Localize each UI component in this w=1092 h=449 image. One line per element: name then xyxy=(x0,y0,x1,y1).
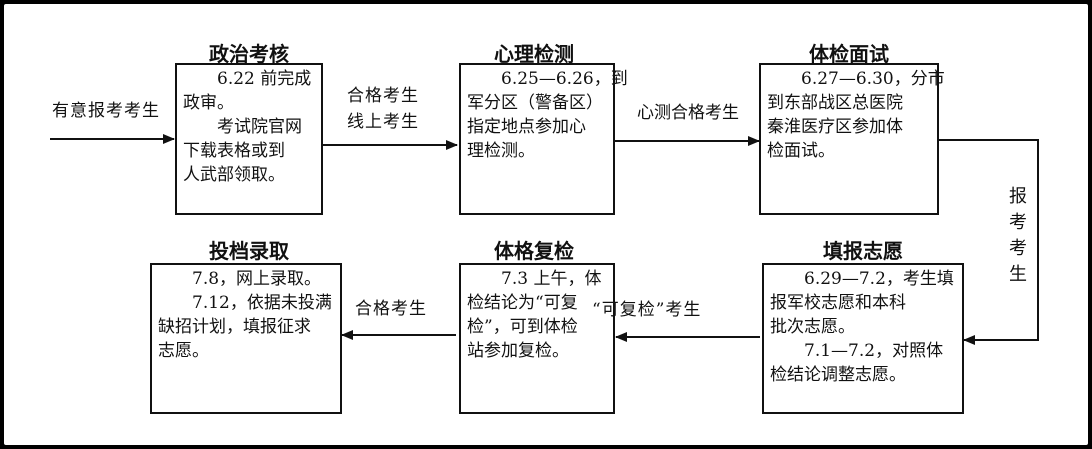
political-line: 人武部领取。 xyxy=(183,165,285,185)
label-to-volunteer-char: 生 xyxy=(1009,264,1027,285)
box-political: 6.22 前完成 政审。 考试院官网 下载表格或到 人武部领取。 xyxy=(175,63,323,215)
medical-line: 秦淮医疗区参加体 xyxy=(767,117,903,137)
admission-line: 志愿。 xyxy=(158,341,209,361)
admission-line: 7.12，依据未投满 xyxy=(192,293,332,313)
box-medical: 6.27—6.30，分市 到东部战区总医院 秦淮医疗区参加体 检面试。 xyxy=(759,63,945,215)
label-to-admission: 合格考生 xyxy=(355,299,427,319)
political-line: 6.22 前完成 xyxy=(217,69,312,89)
admission-line: 7.8，网上录取。 xyxy=(192,269,322,289)
recheck-line: 检”，可到体检 xyxy=(467,317,578,337)
recheck-line: 站参加复检。 xyxy=(467,341,569,361)
recheck-line: 检结论为“可复 xyxy=(467,293,578,313)
label-to-volunteer-char: 报 xyxy=(1009,186,1027,207)
label-to-volunteer-char: 考 xyxy=(1009,212,1027,233)
arrow-to-volunteer xyxy=(939,139,1039,345)
medical-line: 6.27—6.30，分市 xyxy=(801,69,945,89)
label-to-medical: 心测合格考生 xyxy=(637,103,739,123)
title-admission: 投档录取 xyxy=(209,239,289,263)
admission-line: 缺招计划，填报征求 xyxy=(158,317,311,337)
political-line: 下载表格或到 xyxy=(183,141,285,161)
label-to-psych-line2: 线上考生 xyxy=(347,112,419,132)
volunteer-line: 检结论调整志愿。 xyxy=(770,365,906,385)
political-line: 政审。 xyxy=(183,93,234,113)
title-volunteer: 填报志愿 xyxy=(823,239,903,263)
title-psych: 心理检测 xyxy=(494,42,574,66)
label-to-volunteer-char: 考 xyxy=(1009,238,1027,259)
label-entry: 有意报考考生 xyxy=(52,101,160,121)
title-recheck: 体格复检 xyxy=(494,239,574,263)
flowchart-canvas: 政治考核 心理检测 体检面试 投档录取 体格复检 填报志愿 6.22 前完成 政… xyxy=(4,4,1088,445)
label-to-psych-line1: 合格考生 xyxy=(347,86,419,106)
box-recheck: 7.3 上午，体 检结论为“可复 检”，可到体检 站参加复检。 xyxy=(459,263,615,414)
volunteer-line: 6.29—7.2，考生填 xyxy=(804,269,954,289)
connector-layer xyxy=(50,134,1039,345)
political-line: 考试院官网 xyxy=(217,117,302,137)
psych-line: 6.25—6.26，到 xyxy=(501,69,628,89)
box-psych: 6.25—6.26，到 军分区（警备区） 指定地点参加心 理检测。 xyxy=(459,63,628,215)
psych-line: 军分区（警备区） xyxy=(467,93,603,113)
volunteer-line: 报军校志愿和本科 xyxy=(770,293,906,313)
psych-line: 理检测。 xyxy=(467,141,535,161)
label-to-volunteer: 报考考生 xyxy=(1008,184,1028,288)
recheck-line: 7.3 上午，体 xyxy=(501,269,602,289)
title-political: 政治考核 xyxy=(209,42,289,66)
box-admission: 7.8，网上录取。 7.12，依据未投满 缺招计划，填报征求 志愿。 xyxy=(150,263,342,414)
label-to-recheck: “可复检”考生 xyxy=(592,300,702,320)
volunteer-line: 批次志愿。 xyxy=(770,317,855,337)
medical-line: 到东部战区总医院 xyxy=(767,93,903,113)
title-medical: 体检面试 xyxy=(809,42,889,66)
psych-line: 指定地点参加心 xyxy=(467,117,586,137)
volunteer-line: 7.1—7.2，对照体 xyxy=(804,341,944,361)
box-volunteer: 6.29—7.2，考生填 报军校志愿和本科 批次志愿。 7.1—7.2，对照体 … xyxy=(762,263,964,414)
medical-line: 检面试。 xyxy=(767,141,835,161)
